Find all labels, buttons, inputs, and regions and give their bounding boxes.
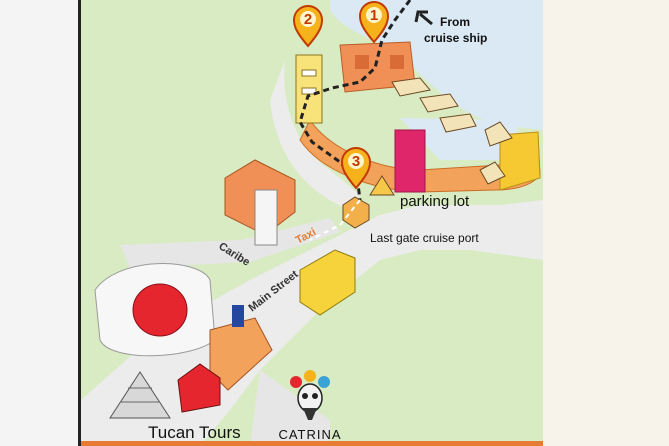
skull-logo-icon: [290, 370, 330, 420]
map-pin-icon[interactable]: 2: [292, 5, 324, 48]
arrow-icon: [414, 10, 433, 26]
yellow-building: [299, 249, 356, 316]
pink-building: [394, 129, 426, 193]
map-pin-icon[interactable]: 1: [358, 1, 390, 44]
caribe-road: [120, 218, 340, 268]
gate-booth: [342, 196, 370, 229]
right-margin: [543, 0, 669, 446]
huts: [391, 77, 513, 185]
tucan-tours-label[interactable]: Tucan Tours: [148, 423, 241, 442]
marker-2-number: 2: [304, 11, 312, 28]
sea: [330, 0, 543, 130]
terminal-window: [390, 55, 404, 69]
left-margin: [0, 0, 78, 446]
orange-block: [209, 317, 273, 391]
port-road: [270, 60, 360, 210]
side-road: [250, 370, 330, 446]
blue-kiosk: [232, 305, 244, 327]
catrina-logo-text[interactable]: CATRINA: [278, 427, 341, 442]
arrow-label-line1: From: [440, 15, 470, 29]
pyramid-icon: [109, 371, 171, 419]
white-tower: [254, 189, 278, 246]
taxi-route: [309, 199, 361, 241]
marker-3-number: 3: [352, 153, 360, 170]
bottom-bar: [81, 441, 543, 446]
marker-1-number: 1: [370, 7, 378, 24]
map-pin-icon[interactable]: 3: [340, 147, 372, 190]
red-house: [177, 363, 221, 413]
red-round-building: [132, 283, 188, 337]
gate-tent: [369, 175, 395, 196]
terminal-window: [355, 55, 369, 69]
last-gate-label: Last gate cruise port: [370, 231, 479, 245]
map-left-border: [78, 0, 81, 446]
arrow-label-line2: cruise ship: [424, 31, 487, 45]
parking-lot-label: parking lot: [400, 193, 470, 210]
